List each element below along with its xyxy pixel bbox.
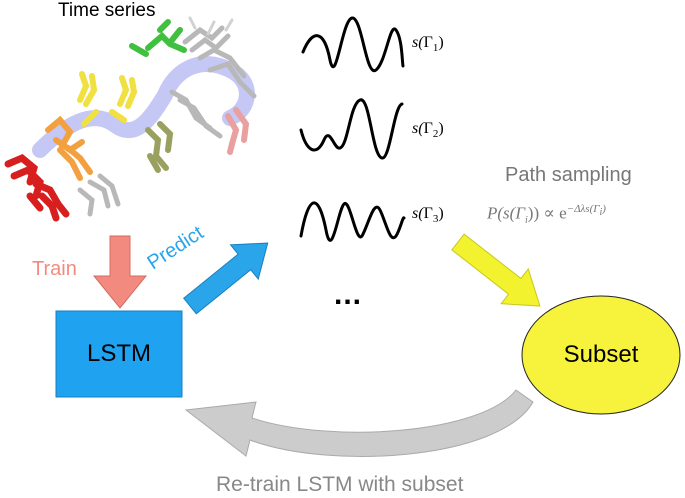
- formula-exponent-close: ): [602, 203, 606, 215]
- signal-label-2: s(Γ2): [412, 120, 444, 140]
- signal-label-1-index: 1: [432, 42, 439, 55]
- signal-label-1-prefix: s(: [412, 34, 424, 51]
- signal-label-3-greek: Γ: [423, 205, 433, 222]
- green-residue: [129, 19, 187, 57]
- signal-label-1-greek: Γ: [423, 34, 433, 51]
- subset-label: Subset: [563, 341, 639, 368]
- signal-label-2-index: 2: [432, 128, 439, 141]
- path-sampling-arrow: [451, 233, 541, 307]
- pink-residue: [225, 107, 250, 155]
- signal-label-3-prefix: s(: [412, 205, 424, 222]
- olive-residue: [145, 121, 174, 173]
- predict-arrow: [183, 242, 269, 315]
- path-sampling-formula: P(s(Γi)) ∝ e−Δλs(Γi): [487, 203, 606, 226]
- more-signals-ellipsis: ...: [334, 278, 363, 311]
- orange-residue: [45, 115, 93, 181]
- lstm-box: [55, 310, 183, 398]
- formula-lhs-index: i: [525, 215, 528, 227]
- formula-lhs: P(s(Γ: [487, 203, 525, 223]
- wave-1: [301, 16, 405, 72]
- red-residue: [4, 153, 70, 222]
- formula-exponent: −Δλs(Γ: [566, 203, 600, 215]
- signal-label-1: s(Γ1): [412, 34, 444, 54]
- path-sampling-heading: Path sampling: [505, 164, 632, 186]
- retrain-arrow: [184, 389, 534, 457]
- lstm-label: LSTM: [86, 340, 151, 367]
- signal-label-3-suffix: ): [438, 205, 444, 222]
- signal-waves: [299, 16, 406, 242]
- grey-residues: [77, 25, 257, 217]
- formula-exponent-index: i: [599, 207, 603, 219]
- backbone-ribbon: [32, 56, 255, 158]
- retrain-label: Re-train LSTM with subset: [216, 473, 464, 496]
- time-series-title: Time series: [58, 0, 156, 21]
- train-arrow: [92, 235, 148, 309]
- wave-3: [299, 201, 406, 242]
- subset-ellipse: [521, 295, 681, 415]
- yellow-residues: [77, 71, 138, 127]
- signal-label-2-greek: Γ: [423, 120, 433, 137]
- formula-lhs-close: )) ∝ e: [527, 203, 567, 223]
- wave-2: [299, 98, 404, 160]
- molecule-illustration: [4, 16, 257, 222]
- signal-label-2-prefix: s(: [412, 120, 424, 137]
- signal-label-3-index: 3: [432, 213, 439, 226]
- signal-label-2-suffix: ): [438, 120, 444, 137]
- signal-label-3: s(Γ3): [412, 205, 444, 225]
- signal-label-1-suffix: ): [438, 34, 444, 51]
- train-label: Train: [32, 258, 77, 280]
